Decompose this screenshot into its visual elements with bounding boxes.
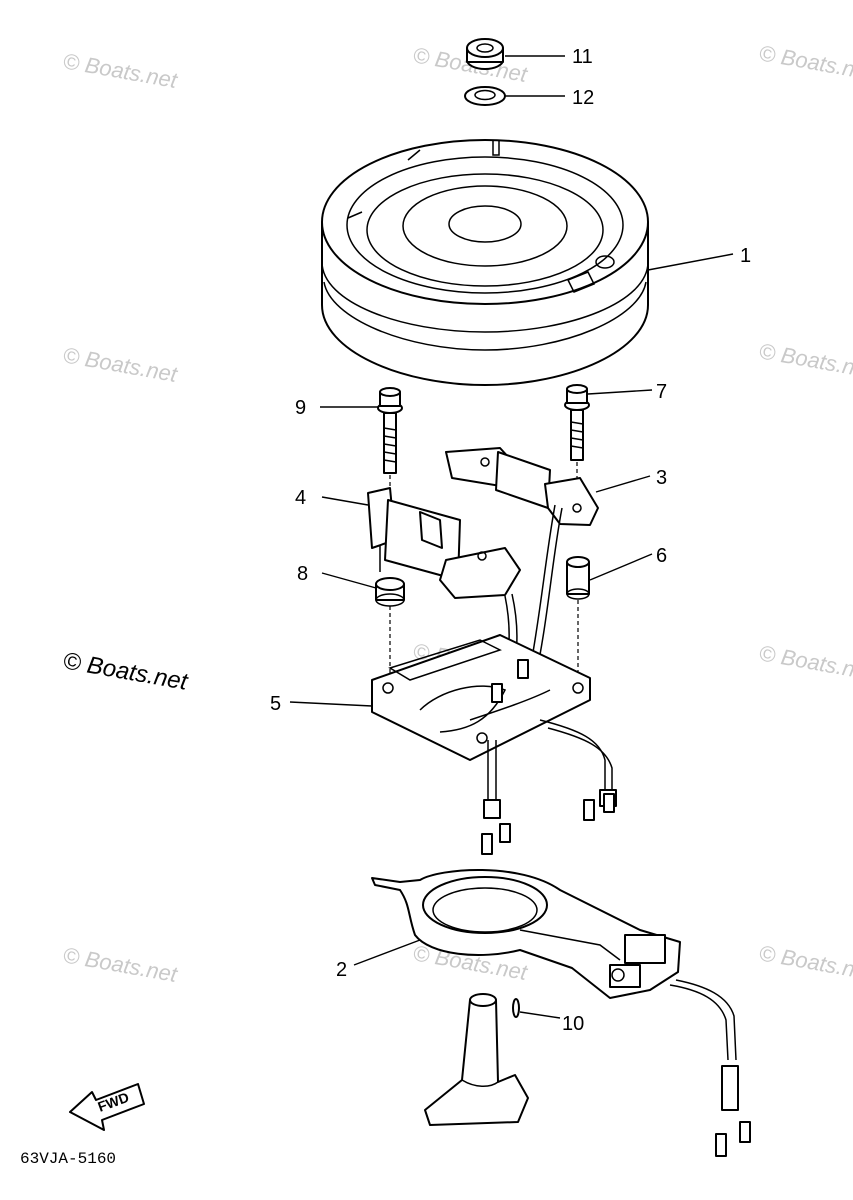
part-11-nut <box>466 38 504 70</box>
callout-8: 8 <box>297 563 308 585</box>
watermark-4: © Boats.net <box>61 342 180 387</box>
callout-12: 12 <box>572 87 594 109</box>
watermark-1: © Boats.net <box>61 48 180 93</box>
watermark-9: © Boats.net <box>61 942 180 987</box>
callout-1: 1 <box>740 245 751 267</box>
wire-connectors-lower <box>715 1065 751 1157</box>
part-5-base-plate <box>371 634 613 800</box>
part-2-stator-base <box>371 868 737 1061</box>
part-6-collar <box>566 556 590 680</box>
watermark-8: © Boats.net <box>757 640 853 685</box>
callout-11: 11 <box>572 46 593 68</box>
callout-9: 9 <box>295 397 306 419</box>
callout-3: 3 <box>656 467 667 489</box>
callouts: 11 12 1 7 9 3 4 6 8 5 2 10 <box>270 46 751 1035</box>
watermark-prominent: © Boats.net <box>61 647 191 696</box>
part-9-bolt <box>377 387 403 495</box>
drawing-code: 63VJA-5160 <box>20 1150 116 1168</box>
watermark-11: © Boats.net <box>757 940 853 985</box>
callout-10: 10 <box>562 1013 584 1035</box>
fwd-arrow-icon: FWD <box>69 1083 145 1131</box>
callout-4: 4 <box>295 487 306 509</box>
part-12-washer <box>464 86 506 106</box>
wire-connectors-upper <box>481 789 617 855</box>
callout-7: 7 <box>656 381 667 403</box>
part-10-key <box>512 998 520 1018</box>
part-7-bolt <box>564 384 590 490</box>
part-8-collar <box>375 577 405 680</box>
crankshaft <box>424 993 529 1126</box>
callout-5: 5 <box>270 693 281 715</box>
leader-lines <box>289 55 734 1019</box>
watermark-3: © Boats.net <box>757 40 853 85</box>
callout-6: 6 <box>656 545 667 567</box>
part-1-flywheel <box>321 139 649 386</box>
callout-2: 2 <box>336 959 347 981</box>
watermark-6: © Boats.net <box>757 338 853 383</box>
